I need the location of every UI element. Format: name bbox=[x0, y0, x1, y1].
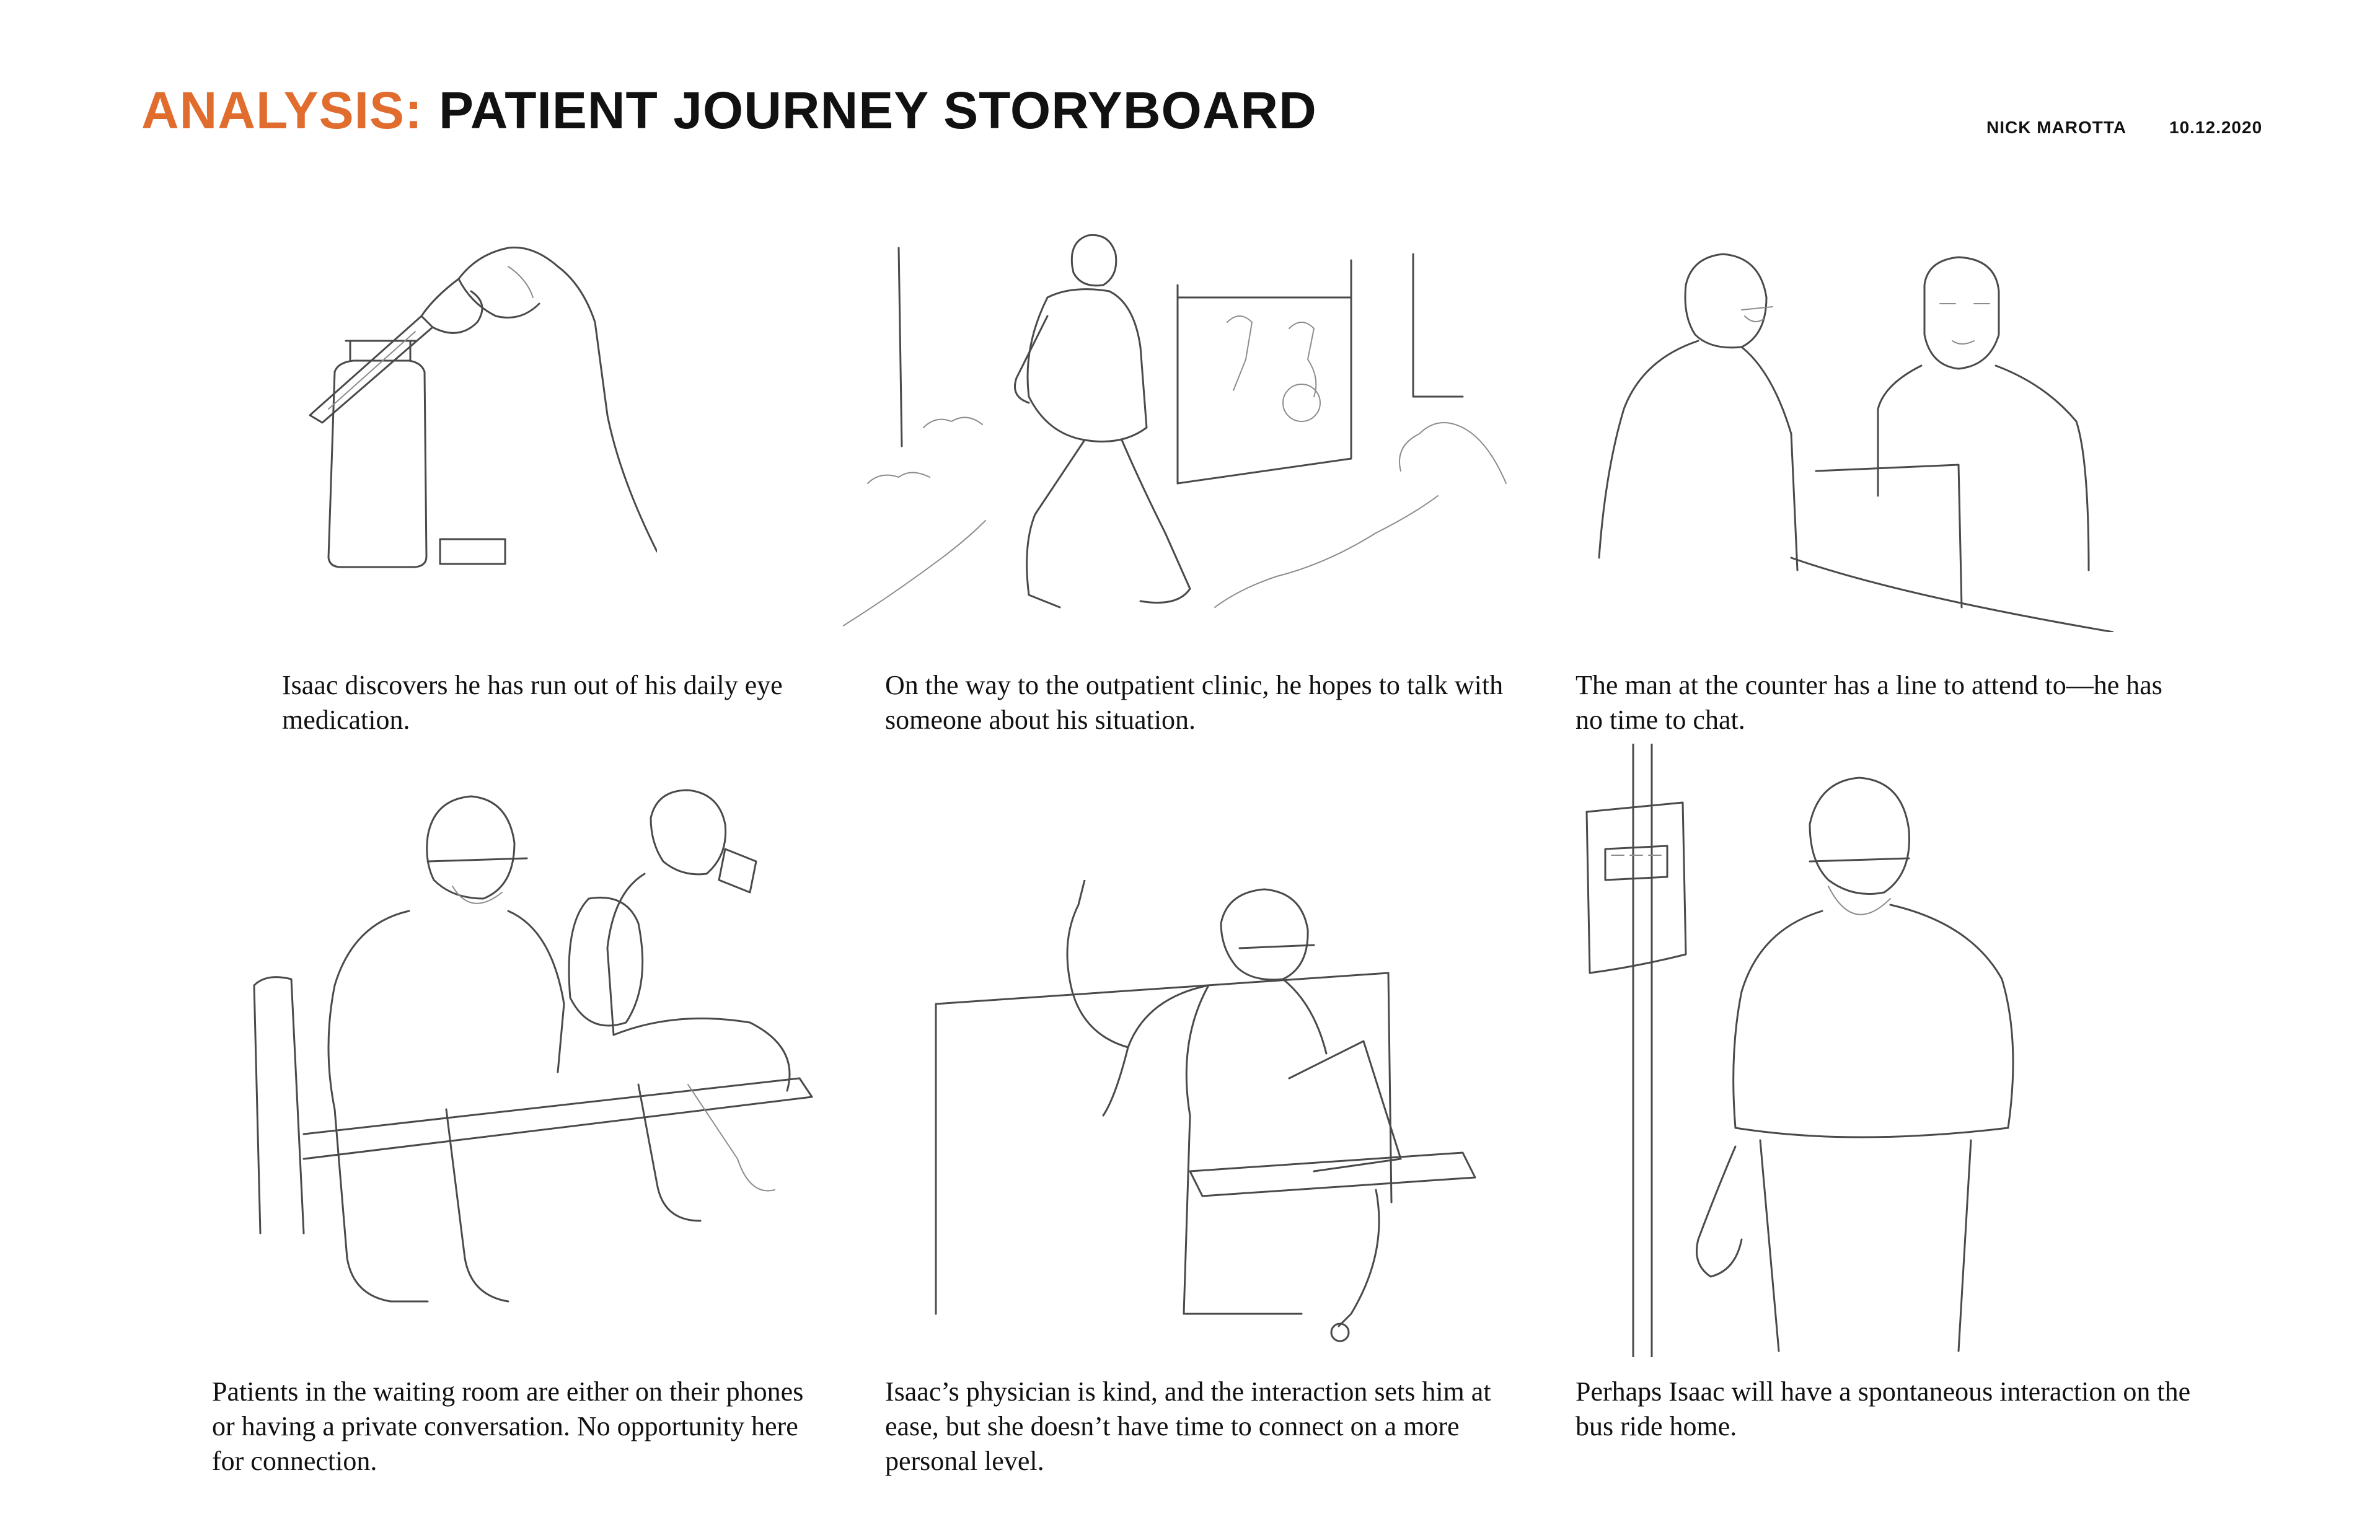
panel-1-caption: Isaac discovers he has run out of his da… bbox=[282, 670, 783, 735]
eye-dropper-sketch-icon bbox=[309, 246, 657, 568]
author-name: NICK MAROTTA bbox=[1986, 118, 2127, 137]
panel-6-caption: Perhaps Isaac will have a spontaneous in… bbox=[1576, 1376, 2191, 1441]
panel-6-sketch bbox=[1574, 744, 2052, 1357]
panel-5-sketch bbox=[930, 880, 1500, 1351]
panel-2-caption: On the way to the outpatient clinic, he … bbox=[885, 670, 1504, 735]
counter-clerk-sketch-icon bbox=[1598, 253, 2113, 632]
walking-man-sketch-icon bbox=[843, 234, 1507, 627]
panel-3-caption: The man at the counter has a line to att… bbox=[1576, 670, 2162, 735]
waiting-room-sketch-icon bbox=[253, 789, 813, 1303]
bus-stop-sketch-icon bbox=[1585, 744, 2014, 1357]
panel-4-caption: Patients in the waiting room are either … bbox=[212, 1376, 804, 1476]
page-title: ANALYSIS: PATIENT JOURNEY STORYBOARD bbox=[141, 81, 1317, 149]
title-main: PATIENT JOURNEY STORYBOARD bbox=[438, 81, 1317, 139]
panel-1-sketch bbox=[273, 229, 657, 576]
title-accent: ANALYSIS: bbox=[141, 81, 423, 139]
date-label: 10.12.2020 bbox=[2169, 118, 2263, 137]
physician-laptop-sketch-icon bbox=[935, 880, 1476, 1342]
panel-4-sketch bbox=[242, 787, 837, 1363]
panel-5-caption: Isaac’s physician is kind, and the inter… bbox=[885, 1376, 1491, 1476]
panel-3-sketch bbox=[1587, 248, 2113, 632]
panel-2-sketch bbox=[843, 223, 1531, 645]
